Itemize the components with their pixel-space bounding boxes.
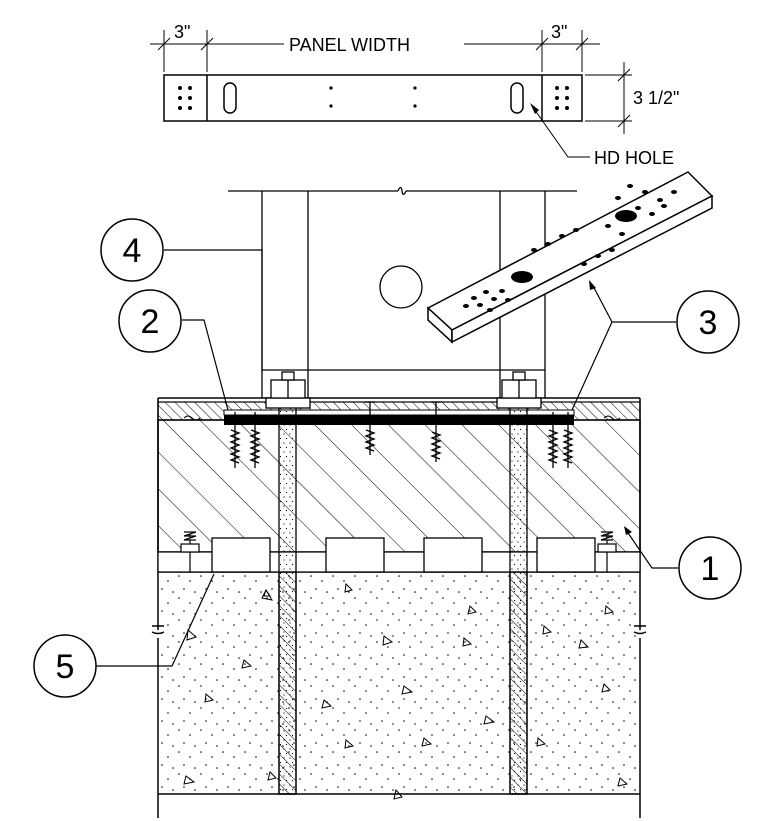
callout-4: 4 — [100, 218, 164, 282]
plate-bolt-holes — [178, 86, 569, 110]
callout-5-label: 5 — [56, 648, 75, 686]
isometric-plate — [426, 171, 714, 344]
callout-1: 1 — [678, 536, 742, 600]
steel-column — [228, 186, 577, 398]
callout-2-label: 2 — [141, 303, 160, 341]
panel-width-label: PANEL WIDTH — [289, 35, 410, 55]
anchor-nuts — [265, 371, 542, 409]
callout-4-label: 4 — [123, 232, 142, 270]
dim-height-label: 3 1/2" — [633, 88, 679, 108]
surface-marks — [183, 415, 621, 421]
base-plate — [224, 415, 574, 425]
callout-1-label: 1 — [701, 550, 720, 588]
plate-slot-hole-front — [511, 271, 533, 283]
isometric-plate-holes — [463, 184, 677, 312]
base-plate-top — [223, 409, 575, 416]
callout-leaders — [96, 249, 678, 667]
leader-arrows — [589, 280, 632, 535]
anchor-rods — [278, 387, 528, 795]
plate-slot-hole-back — [615, 210, 637, 222]
hd-hole-leader-arrow — [530, 103, 539, 114]
shims — [211, 537, 596, 573]
plate-screws — [229, 401, 574, 468]
callout-3-label: 3 — [699, 304, 718, 342]
dim-right-label: 3" — [551, 22, 567, 42]
callout-3: 3 — [676, 290, 740, 354]
leveling-bolts — [180, 531, 617, 572]
dim-left-label: 3" — [174, 22, 190, 42]
callout-5: 5 — [33, 634, 97, 698]
callout-2: 2 — [118, 289, 182, 353]
concrete-stipple — [158, 572, 640, 794]
plate-plan-view — [163, 74, 583, 122]
grout-layer — [157, 419, 641, 553]
concrete-aggregate — [183, 582, 629, 800]
plate-dimensions — [150, 30, 632, 158]
hd-hole-label: HD HOLE — [594, 148, 674, 168]
